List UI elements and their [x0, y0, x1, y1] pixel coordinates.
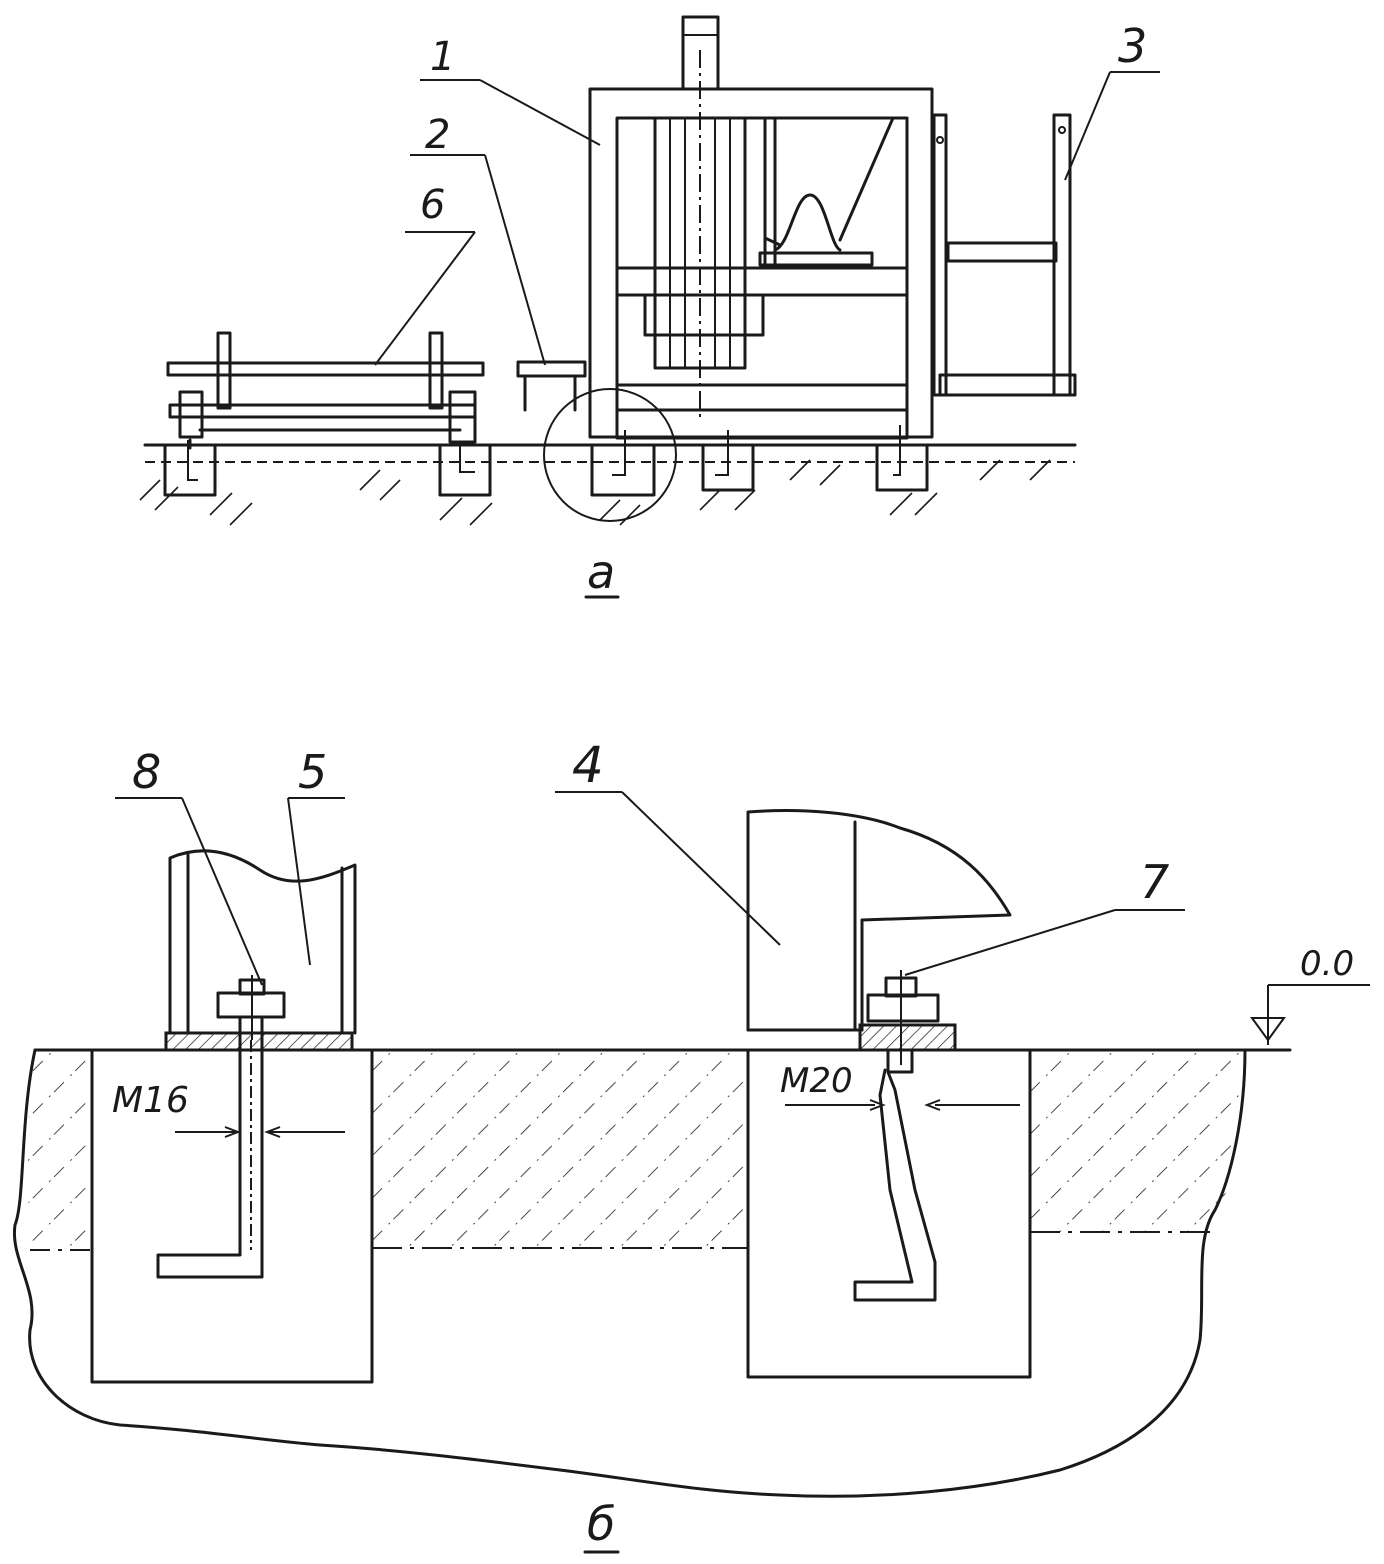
label-8: 8 — [132, 745, 161, 799]
view-b-drawing — [12, 809, 1370, 1498]
label-6: 6 — [420, 182, 445, 228]
caption-b: б — [587, 1497, 615, 1551]
view-b-leaders — [115, 791, 1185, 986]
view-a-labels: 1 2 6 3 а — [420, 19, 1147, 599]
label-2: 2 — [425, 112, 450, 158]
level-mark-label: 0.0 — [1300, 944, 1354, 984]
view-a-leaders — [374, 71, 1160, 366]
view-a-drawing — [139, 15, 1077, 526]
label-5: 5 — [298, 745, 327, 799]
label-1: 1 — [430, 34, 455, 80]
label-4: 4 — [572, 736, 604, 794]
view-b-labels: 8 5 4 7 M16 M20 0.0 б — [112, 736, 1354, 1554]
label-3: 3 — [1118, 19, 1147, 73]
label-7: 7 — [1140, 855, 1169, 909]
caption-a: а — [587, 545, 615, 599]
bolt-m16-label: M16 — [112, 1080, 189, 1121]
bolt-m20-label: M20 — [780, 1061, 853, 1101]
